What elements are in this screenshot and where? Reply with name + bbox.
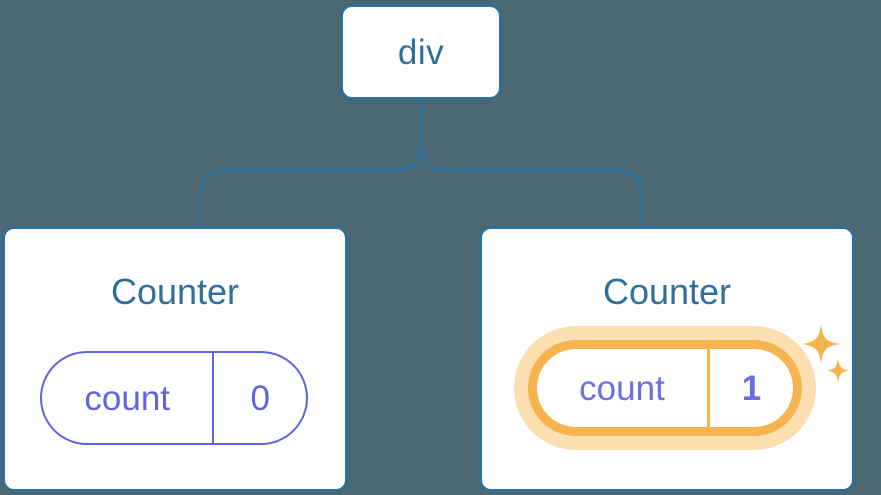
state-pill-right[interactable]: count 1 xyxy=(528,340,802,436)
sparkle-icon xyxy=(803,324,839,364)
root-node-label: div xyxy=(397,32,445,72)
connector-to-right-counter xyxy=(419,100,643,226)
counter-title-right: Counter xyxy=(602,271,732,312)
sparkle-small-icon xyxy=(827,358,849,383)
sparkle-group xyxy=(803,324,849,383)
root-node-div[interactable]: div xyxy=(340,4,502,100)
connector-to-left-counter xyxy=(199,100,423,226)
state-key-left: count xyxy=(42,353,215,443)
state-key-right: count xyxy=(537,349,710,427)
state-value-right: 1 xyxy=(741,368,762,408)
state-value-left: 0 xyxy=(250,378,270,418)
state-pill-left[interactable]: count 0 xyxy=(40,351,308,445)
counter-title-left: Counter xyxy=(110,271,240,312)
